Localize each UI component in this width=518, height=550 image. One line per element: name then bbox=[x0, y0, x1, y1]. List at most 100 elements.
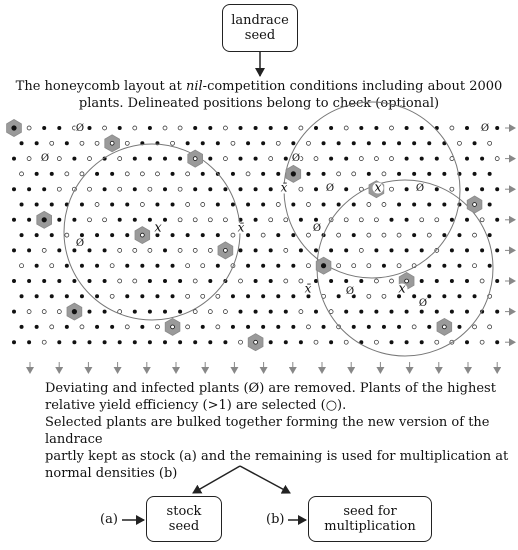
notes-line-3: Selected plants are bulked together form… bbox=[45, 415, 490, 447]
selected-plant bbox=[102, 217, 107, 223]
multiplication-line1: seed for bbox=[343, 504, 397, 519]
plant-dot bbox=[404, 126, 409, 130]
plant-dot bbox=[49, 171, 54, 176]
selected-plant bbox=[411, 324, 417, 330]
plant-dot bbox=[449, 279, 454, 283]
plant-dot bbox=[359, 126, 364, 130]
plant-dot bbox=[314, 187, 318, 192]
check-plant bbox=[11, 125, 17, 131]
selected-plant bbox=[117, 248, 123, 253]
selected-plant bbox=[41, 248, 47, 253]
selected-plant bbox=[366, 202, 372, 207]
plant-dot bbox=[64, 294, 69, 299]
plant-dot bbox=[321, 324, 326, 329]
selected-plant bbox=[26, 309, 32, 314]
plant-dot bbox=[442, 233, 447, 238]
plant-dot bbox=[465, 126, 469, 130]
plant-dot bbox=[223, 187, 228, 192]
plant-dot bbox=[344, 309, 349, 314]
selected-plant bbox=[56, 186, 62, 192]
check-plant bbox=[140, 232, 145, 238]
check-area-circle bbox=[63, 143, 241, 321]
check-plant bbox=[404, 278, 409, 284]
plant-dot bbox=[132, 340, 137, 345]
check-plant bbox=[223, 248, 228, 253]
plant-dot bbox=[495, 248, 500, 253]
plant-dot bbox=[155, 263, 160, 268]
plant-dot bbox=[268, 187, 273, 192]
plant-dot bbox=[389, 217, 394, 222]
plant-dot bbox=[434, 279, 439, 283]
plant-dot bbox=[465, 248, 469, 253]
mark-bg bbox=[291, 153, 301, 163]
selected-plant bbox=[479, 217, 485, 223]
plant-dot bbox=[261, 294, 266, 299]
plant-dot bbox=[102, 187, 107, 192]
plant-dot bbox=[298, 217, 303, 222]
plant-dot bbox=[253, 126, 258, 130]
plant-dot bbox=[480, 187, 485, 192]
plant-dot bbox=[495, 217, 500, 222]
plant-dot bbox=[246, 263, 251, 268]
selected-plant bbox=[426, 232, 432, 238]
mark-bg bbox=[302, 283, 314, 295]
plant-dot bbox=[366, 141, 371, 146]
plant-dot bbox=[291, 324, 296, 329]
check-plant bbox=[253, 339, 258, 345]
plant-dot bbox=[95, 294, 100, 299]
plant-dot bbox=[79, 294, 84, 299]
plant-dot bbox=[208, 279, 213, 283]
selected-plant bbox=[374, 339, 379, 345]
plant-dot bbox=[238, 187, 243, 192]
plant-dot bbox=[412, 141, 417, 146]
plant-dot bbox=[230, 294, 235, 299]
plant-dot bbox=[314, 217, 318, 222]
plant-dot bbox=[268, 248, 273, 253]
selected-plant bbox=[87, 186, 92, 192]
selected-plant bbox=[374, 156, 379, 161]
check-plant bbox=[41, 217, 47, 223]
multiplication-seed-box: seed for multiplication bbox=[308, 496, 432, 542]
plant-dot bbox=[132, 156, 137, 161]
plant-dot bbox=[321, 141, 326, 146]
selected-plant bbox=[132, 278, 138, 284]
check-plant bbox=[290, 171, 296, 177]
plant-dot bbox=[246, 141, 251, 146]
plant-dot bbox=[276, 233, 281, 238]
landrace-seed-line2: seed bbox=[244, 28, 276, 43]
plant-dot bbox=[163, 217, 167, 222]
selected-plant bbox=[185, 324, 190, 330]
plant-dot bbox=[329, 248, 334, 253]
notes-line-1: Deviating and infected plants (Ø) are re… bbox=[45, 381, 496, 396]
selected-plant bbox=[472, 324, 477, 330]
selected-plant bbox=[117, 156, 123, 161]
plant-dot bbox=[34, 233, 39, 238]
plant-dot bbox=[253, 156, 258, 161]
plant-dot bbox=[351, 233, 356, 238]
selected-plant bbox=[177, 217, 183, 223]
plant-dot bbox=[314, 309, 318, 314]
plant-dot bbox=[95, 233, 100, 238]
plant-dot bbox=[412, 233, 417, 238]
plant-dot bbox=[404, 187, 409, 192]
plant-dot bbox=[472, 171, 477, 176]
selected-plant bbox=[381, 293, 387, 299]
plant-dot bbox=[72, 340, 77, 345]
plant-dot bbox=[12, 187, 16, 192]
plant-dot bbox=[495, 309, 500, 314]
selected-plant bbox=[155, 171, 160, 177]
plant-dot bbox=[170, 294, 175, 299]
plant-dot bbox=[261, 202, 266, 207]
selected-plant bbox=[479, 339, 485, 345]
mark-bg bbox=[40, 153, 50, 163]
selected-plant bbox=[192, 248, 198, 253]
selected-plant bbox=[343, 339, 349, 345]
plant-dot bbox=[359, 309, 364, 314]
selected-plant bbox=[26, 156, 32, 161]
selected-plant bbox=[185, 263, 190, 269]
plant-dot bbox=[427, 294, 432, 299]
plant-dot bbox=[147, 217, 152, 222]
selected-plant bbox=[79, 324, 85, 330]
selected-plant bbox=[177, 186, 183, 192]
stock-seed-line2: seed bbox=[168, 519, 200, 534]
